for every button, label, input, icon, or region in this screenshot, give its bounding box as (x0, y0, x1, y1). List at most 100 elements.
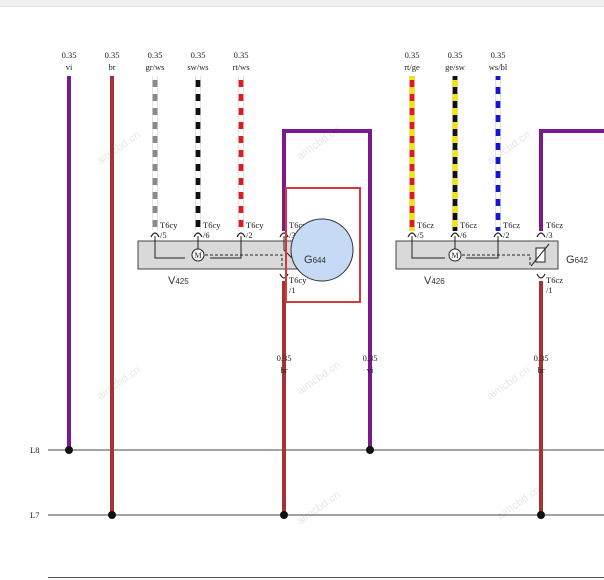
wire-color-label: br (537, 365, 544, 375)
watermark: aimcbd.cn (485, 129, 533, 168)
pin-conn-label: T6cy (289, 275, 307, 285)
pin-number-label: /3 (546, 230, 553, 240)
component-label-g642: G642 (566, 254, 588, 266)
wire-size-label: 0.35 (105, 50, 120, 60)
wire-color-label: ge/sw (445, 62, 466, 72)
highlight-box (285, 187, 361, 303)
pin-number-label: /5 (160, 230, 167, 240)
motor-internal-line (411, 236, 445, 259)
pin-conn-label: T6cz (546, 220, 563, 230)
top-bar (0, 0, 604, 7)
component-letter: G (304, 254, 313, 266)
pin-number: 3 (548, 230, 552, 240)
wire-color-label: sw/ws (187, 62, 208, 72)
motor-m-label: M (194, 251, 201, 260)
watermark: aimcbd.cn (95, 364, 143, 403)
pin-conn-label: T6cy (246, 220, 264, 230)
sensor-g644: G644 (285, 187, 361, 303)
watermarks: aimcbd.cn aimcbd.cn aimcbd.cn aimcbd.cn … (95, 124, 543, 528)
motor-internal-dashed (205, 254, 283, 266)
wire-color-label: br (108, 62, 115, 72)
pin-number-label: /5 (417, 230, 424, 240)
top-wire-labels: 0.35 vi 0.35 br 0.35 gr/ws 0.35 sw/ws 0.… (62, 50, 508, 72)
pin-conn-label: T6cz (417, 220, 434, 230)
component-letter: V (424, 275, 432, 287)
rail-label-l7: L7 (30, 510, 39, 520)
junction-dot (280, 511, 288, 519)
watermark: aimcbd.cn (485, 364, 533, 403)
component-label-g644: G644 (304, 254, 326, 266)
pin-conn-label: T6cy (203, 220, 221, 230)
potentiometer-arrow (530, 243, 550, 267)
pin-conn-label: T6cz (503, 220, 520, 230)
watermark: aimcbd.cn (295, 359, 343, 398)
motor-v426: M V426 G642 (395, 236, 588, 287)
wire-color-label: ws/bl (489, 62, 508, 72)
motor-m-label: M (451, 251, 458, 260)
pin-conn-label: T6cz (460, 220, 477, 230)
connector-pin-icon (536, 232, 546, 238)
pin-conn-label: T6cy (160, 220, 178, 230)
motor-v425: M V425 (137, 236, 301, 287)
pin-number: 6 (205, 230, 209, 240)
connector-pins (150, 232, 546, 279)
pin-conn-label: T6cz (546, 275, 563, 285)
pin-number: 2 (505, 230, 509, 240)
junctions (65, 446, 545, 519)
bottom-divider (48, 577, 604, 578)
pin-number-label: /6 (203, 230, 210, 240)
motor-m-symbol (448, 248, 462, 262)
motor-internal-line (466, 236, 499, 259)
pin-number: 2 (248, 230, 252, 240)
pin-number: 5 (162, 230, 166, 240)
pin-number-label: /2 (503, 230, 510, 240)
pin-number-label: /3 (289, 230, 296, 240)
connector-pin-icon (236, 232, 246, 238)
pin-number: 1 (548, 285, 552, 295)
connector-pin-icon (279, 273, 289, 279)
wire-size-label: 0.35 (448, 50, 463, 60)
connector-pin-icon (407, 232, 417, 238)
wire-color-label: vi (66, 62, 73, 72)
pin-number: 1 (291, 285, 295, 295)
component-number: 644 (313, 256, 327, 265)
wire-size-label: 0.35 (491, 50, 506, 60)
junction-dot (366, 446, 374, 454)
component-letter: V (168, 275, 176, 287)
rails: L8 L7 (30, 445, 604, 520)
component-label-v426: V426 (424, 275, 445, 287)
connector-pin-icon (150, 232, 160, 238)
connector-pin-icon (493, 232, 503, 238)
wire-size-label: 0.35 (148, 50, 163, 60)
sensor-g644-circle (290, 218, 354, 282)
junction-dot (108, 511, 116, 519)
junction-dot (537, 511, 545, 519)
mid-wire-labels: 0.35 br 0.35 vi 0.35 br (277, 353, 549, 375)
connector-pin-icon (279, 232, 289, 238)
pin-number: 6 (462, 230, 466, 240)
junction-dot (65, 446, 73, 454)
wire-color-label: rt/ge (404, 62, 420, 72)
wire-size-label: 0.35 (363, 353, 378, 363)
connector-pin-icon (536, 273, 546, 279)
component-number: 642 (575, 256, 589, 265)
pin-number-label: /1 (289, 285, 296, 295)
pin-number: 5 (419, 230, 423, 240)
motor-internal-line (154, 236, 185, 259)
watermark: aimcbd.cn (295, 489, 343, 528)
pin-number-label: /1 (546, 285, 553, 295)
watermark: aimcbd.cn (495, 484, 543, 523)
component-letter: G (566, 254, 575, 266)
connector-pin-icon (193, 232, 203, 238)
wire-size-label: 0.35 (62, 50, 77, 60)
wire-color-label: vi (367, 365, 374, 375)
wire-size-label: 0.35 (405, 50, 420, 60)
wires (67, 76, 604, 515)
watermark: aimcbd.cn (95, 129, 143, 168)
rail-label-l8: L8 (30, 445, 39, 455)
wire-vi-right (539, 129, 604, 231)
motor-internal-line (210, 236, 242, 259)
pin-number-label: /6 (460, 230, 467, 240)
connector-pin-icon (450, 232, 460, 238)
component-number: 425 (175, 277, 189, 286)
